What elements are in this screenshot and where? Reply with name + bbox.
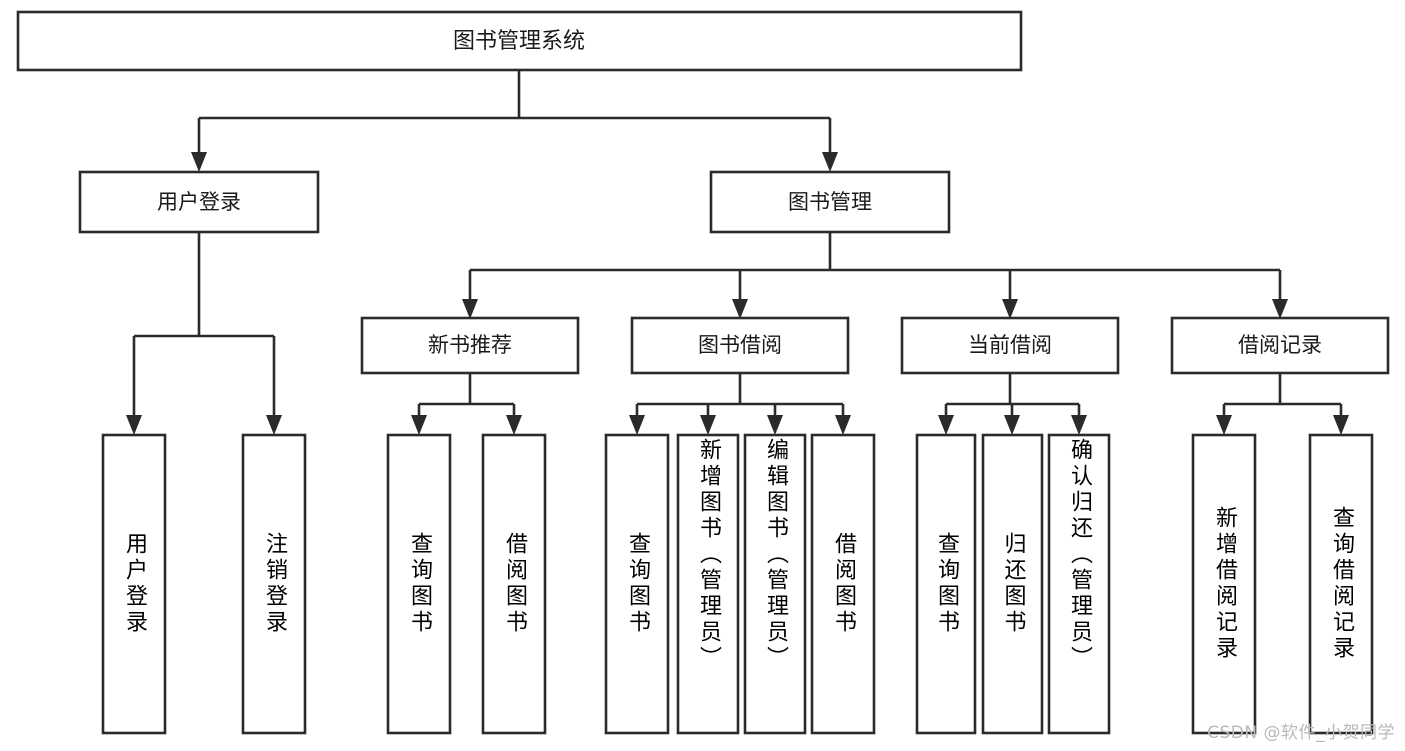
node-leaf-borrow-book-2-box[interactable] [810, 433, 876, 735]
arrowhead-query-book-1 [411, 415, 427, 435]
node-leaf-confirm-return-box[interactable] [1047, 433, 1111, 735]
arrowhead-leaf-logout [266, 415, 282, 435]
arrowhead-query-record [1333, 415, 1349, 435]
node-leaf-query-record-box[interactable] [1308, 433, 1374, 735]
arrowhead-add-record [1216, 415, 1232, 435]
node-leaf-add-record-label: 新增借阅记录 [1212, 506, 1237, 662]
node-leaf-user-login[interactable]: 用户登录 [101, 433, 167, 735]
node-root-box[interactable] [16, 10, 1023, 72]
node-leaf-query-book-1[interactable]: 查询图书 [386, 433, 452, 735]
node-new-book-rec-box[interactable] [360, 316, 580, 375]
arrowhead-confirm-return [1071, 415, 1087, 435]
arrowhead-leaf-user-login [126, 415, 142, 435]
node-leaf-return-book-label: 归还图书 [1000, 532, 1026, 636]
node-leaf-query-book-2-label: 查询图书 [625, 532, 650, 636]
node-leaf-logout-label: 注销登录 [262, 532, 287, 636]
node-leaf-add-book-label: 新增图书（管理员） [696, 438, 721, 672]
node-leaf-borrow-book-2-label: 借阅图书 [831, 532, 856, 636]
arrowhead-borrowrecord [1272, 299, 1288, 319]
node-current-borrow[interactable]: 当前借阅 [900, 316, 1120, 375]
node-leaf-confirm-return[interactable]: 确认归还（管理员） [1047, 433, 1111, 735]
node-user-login-label: 用户登录 [157, 190, 241, 214]
node-current-borrow-label: 当前借阅 [968, 333, 1052, 357]
node-leaf-edit-book-label: 编辑图书（管理员） [763, 438, 788, 672]
node-book-borrow-box[interactable] [630, 316, 850, 375]
node-leaf-query-book-2-box[interactable] [604, 433, 670, 735]
arrowhead-edit-book [767, 415, 783, 435]
node-leaf-query-book-3-box[interactable] [915, 433, 977, 735]
node-current-borrow-box[interactable] [900, 316, 1120, 375]
node-leaf-query-book-2[interactable]: 查询图书 [604, 433, 670, 735]
arrowhead-borrow-book-1 [506, 415, 522, 435]
node-leaf-query-record-label: 查询借阅记录 [1329, 506, 1354, 662]
node-new-book-rec[interactable]: 新书推荐 [360, 316, 580, 375]
node-user-login[interactable]: 用户登录 [78, 170, 320, 234]
node-borrow-record[interactable]: 借阅记录 [1170, 316, 1390, 375]
node-leaf-add-book-box[interactable] [676, 433, 740, 735]
node-leaf-user-login-box[interactable] [101, 433, 167, 735]
node-leaf-edit-book[interactable]: 编辑图书（管理员） [743, 433, 807, 735]
arrowhead-user-login [191, 152, 207, 172]
arrowhead-add-book [700, 415, 716, 435]
node-leaf-edit-book-box[interactable] [743, 433, 807, 735]
node-root[interactable]: 图书管理系统 [16, 10, 1023, 72]
node-leaf-user-login-label: 用户登录 [122, 532, 147, 636]
arrowhead-book-manage [822, 152, 838, 172]
arrowhead-query-book-3 [938, 415, 954, 435]
node-leaf-add-book[interactable]: 新增图书（管理员） [676, 433, 740, 735]
arrowhead-newbook [462, 299, 478, 319]
node-leaf-return-book[interactable]: 归还图书 [981, 433, 1044, 735]
node-borrow-record-box[interactable] [1170, 316, 1390, 375]
node-book-borrow-label: 图书借阅 [698, 333, 782, 357]
node-leaf-borrow-book-1-box[interactable] [481, 433, 547, 735]
node-borrow-record-label: 借阅记录 [1238, 333, 1322, 357]
node-leaf-query-book-1-label: 查询图书 [407, 532, 432, 636]
node-new-book-rec-label: 新书推荐 [428, 333, 512, 357]
node-leaf-confirm-return-label: 确认归还（管理员） [1067, 438, 1092, 672]
node-leaf-add-record-box[interactable] [1191, 433, 1257, 735]
node-book-manage-label: 图书管理 [788, 190, 872, 214]
node-leaf-borrow-book-2[interactable]: 借阅图书 [810, 433, 876, 735]
node-book-manage-box[interactable] [709, 170, 951, 234]
node-user-login-box[interactable] [78, 170, 320, 234]
node-leaf-query-book-3[interactable]: 查询图书 [915, 433, 977, 735]
node-leaf-query-book-1-box[interactable] [386, 433, 452, 735]
arrowhead-bookborrow [732, 299, 748, 319]
node-book-borrow[interactable]: 图书借阅 [630, 316, 850, 375]
arrowhead-currentborrow [1002, 299, 1018, 319]
arrowhead-return-book [1004, 415, 1020, 435]
node-leaf-query-book-3-label: 查询图书 [934, 532, 959, 636]
node-leaf-logout-box[interactable] [241, 433, 307, 735]
arrowhead-borrow-book-2 [835, 415, 851, 435]
node-leaf-return-book-box[interactable] [981, 433, 1044, 735]
node-leaf-add-record[interactable]: 新增借阅记录 [1191, 433, 1257, 735]
node-leaf-borrow-book-1-label: 借阅图书 [502, 532, 527, 636]
connector-layer [126, 70, 1349, 435]
node-leaf-borrow-book-1[interactable]: 借阅图书 [481, 433, 547, 735]
node-leaf-query-record[interactable]: 查询借阅记录 [1308, 433, 1374, 735]
node-root-label: 图书管理系统 [453, 29, 585, 54]
arrowhead-query-book-2 [629, 415, 645, 435]
node-book-manage[interactable]: 图书管理 [709, 170, 951, 234]
node-leaf-logout[interactable]: 注销登录 [241, 433, 307, 735]
